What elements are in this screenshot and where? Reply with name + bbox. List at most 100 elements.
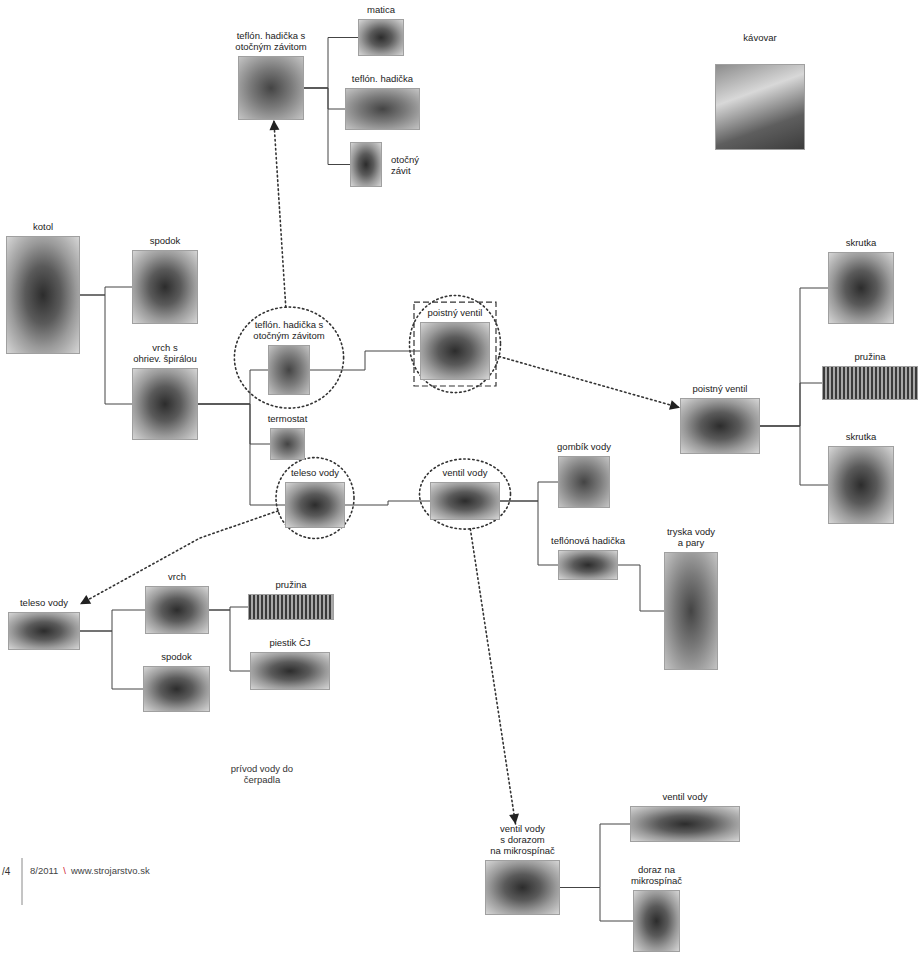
footer-text: 8/2011	[30, 865, 58, 876]
part-photo: kotol	[6, 236, 80, 354]
part-photo: pružina	[822, 366, 918, 400]
part-label: doraz na mikrospínač	[626, 865, 688, 887]
connector-line	[80, 287, 132, 295]
tree-connector	[345, 501, 430, 505]
arrow-head	[269, 120, 279, 130]
part-photo: gombík vody	[558, 456, 610, 508]
part-photo: skrutka	[828, 446, 894, 524]
connector-line	[470, 529, 515, 824]
note-text: /4	[2, 866, 10, 878]
part-label: skrutka	[836, 238, 886, 249]
tree-connector	[760, 288, 828, 426]
tree-connector	[209, 610, 250, 671]
part-label: teflón. hadička	[343, 74, 423, 85]
part-photo: otočný závit	[350, 142, 382, 187]
part-photo: tryska vody a pary	[664, 552, 718, 670]
part-label: piestik ČJ	[260, 638, 320, 649]
arrow-head	[669, 400, 680, 410]
connector-line	[560, 888, 633, 922]
part-photo: poistný ventil	[680, 398, 760, 454]
connector-line	[310, 351, 420, 370]
tree-connector	[760, 383, 822, 426]
tree-connector	[310, 351, 420, 370]
connector-line	[198, 370, 268, 404]
connector-line	[500, 482, 558, 501]
connector-line	[80, 295, 132, 404]
part-label: poistný ventil	[685, 384, 755, 395]
part-label: spodok	[140, 236, 190, 247]
tree-connector	[198, 404, 270, 444]
connector-line	[618, 565, 664, 611]
tree-connector	[80, 631, 143, 689]
connector-line	[760, 426, 828, 485]
part-label: spodok	[152, 652, 202, 663]
tree-connector	[500, 482, 558, 501]
arrow-head	[80, 595, 91, 604]
part-label: teflón. hadička s otočným závitom	[229, 31, 313, 53]
connector-line	[499, 356, 680, 407]
arrow-head	[509, 814, 519, 825]
dotted-ellipse	[234, 307, 343, 408]
tree-connector	[304, 88, 350, 165]
part-label: ventil vody	[655, 792, 715, 803]
part-label: teflón. hadička s otočným závitom	[247, 320, 331, 342]
part-photo: vrch	[145, 586, 209, 634]
connector-line	[80, 631, 143, 689]
part-label: ventil vody s dorazom na mikrospínač	[490, 824, 556, 857]
tree-connector	[80, 610, 145, 631]
dotted-arrow	[269, 120, 285, 307]
part-label: pružina	[266, 580, 316, 591]
part-photo: ventil vody s dorazom na mikrospínač	[485, 860, 560, 915]
tree-connector	[618, 565, 664, 611]
connector-line	[304, 88, 350, 165]
part-label: teleso vody	[285, 468, 345, 479]
part-photo: vrch s ohriev. špirálou	[132, 368, 198, 440]
footer-text: \	[63, 865, 66, 876]
part-label: termostat	[263, 414, 313, 425]
part-photo: spodok	[132, 250, 198, 324]
connector-line	[760, 288, 828, 426]
dotted-ellipse	[410, 295, 501, 392]
tree-connector	[304, 88, 345, 109]
connector-line	[274, 120, 286, 307]
part-label: kotol	[23, 222, 63, 233]
tree-connector	[500, 501, 558, 565]
dashed-frame	[414, 302, 496, 386]
tree-connector	[80, 287, 132, 295]
connector-line	[80, 610, 145, 631]
part-photo: ventil vody	[630, 806, 740, 842]
connector-line	[560, 824, 630, 888]
part-photo: pružina	[248, 594, 334, 620]
page-divider	[22, 858, 23, 905]
dotted-arrow	[499, 356, 680, 409]
tree-connector	[80, 295, 132, 404]
part-label: teflónová hadička	[543, 536, 633, 547]
connector-line	[760, 383, 822, 426]
part-label: vrch	[157, 572, 197, 583]
part-label: ventil vody	[435, 468, 495, 479]
part-photo: teflónová hadička	[558, 550, 618, 580]
part-photo: teleso vody	[8, 612, 80, 650]
note-text: prívod vody do čerpadla	[230, 764, 294, 786]
tree-connector	[304, 38, 358, 89]
part-photo: matica	[358, 19, 404, 56]
tree-connector	[760, 426, 828, 485]
dotted-ellipse	[420, 459, 511, 529]
part-label: matica	[356, 5, 406, 16]
part-label: gombík vody	[554, 442, 614, 453]
tree-connector	[198, 370, 268, 404]
connector-line	[209, 610, 250, 671]
part-label: teleso vody	[12, 598, 76, 609]
connector-line	[345, 501, 430, 505]
part-photo: spodok	[143, 666, 210, 712]
tree-connector	[560, 888, 633, 922]
dotted-arrow	[470, 529, 519, 824]
part-photo: ventil vody	[430, 482, 500, 520]
part-photo: termostat	[270, 428, 305, 460]
page-footer: 8/2011\www.strojarstvo.sk	[30, 865, 150, 876]
part-photo: poistný ventil	[420, 322, 490, 380]
part-label: kávovar	[730, 33, 790, 44]
part-label: tryska vody a pary	[662, 527, 720, 549]
part-photo: kávovar	[715, 64, 805, 150]
part-photo: teflón. hadička	[345, 88, 420, 130]
